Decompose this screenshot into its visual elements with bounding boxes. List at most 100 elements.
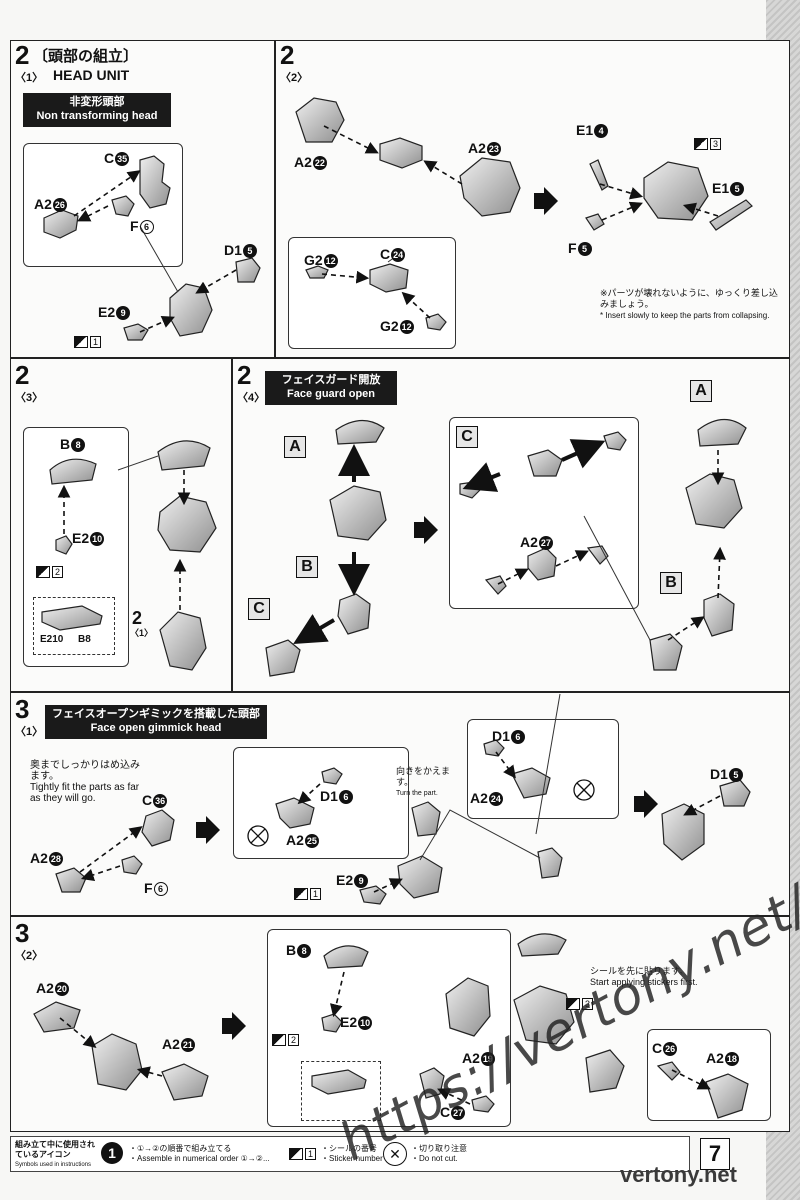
ref-step-number: 2 [132,608,143,628]
face-guard-ja: フェイスガード開放 [281,374,381,386]
next-arrow-icon [232,1012,246,1040]
next-arrow-icon [644,790,658,818]
letter-c: C [248,598,270,620]
face-open-box: フェイスオープンギミックを搭載した頭部 Face open gimmick he… [45,705,267,739]
legend-order: ・①→②の順番で組み立てる ・Assemble in numerical ord… [129,1144,279,1164]
legend-sticker: ・シールの番号 ・Sticker number [321,1144,391,1164]
letter-a: A [284,436,306,458]
ref-substep: 〈1〉 [130,628,154,638]
face-guard-en: Face guard open [286,388,376,400]
sticker-detail-box [33,597,115,655]
legend-sticker-icon: 1 [289,1148,317,1160]
non-transform-en: Non transforming head [36,110,158,122]
step-number: 2 [237,360,252,390]
next-arrow-icon [424,516,438,544]
turn-note-en: Turn the part. [396,790,438,797]
legend-order-ja: ・①→②の順番で組み立てる [129,1144,232,1153]
sticker-first-note: シールを先に貼ります。 Start applying stickers firs… [590,966,740,988]
detail-label-e210: E210 [40,634,64,645]
substep-label: 〈2〉 [280,72,309,84]
legend-sticker-en: ・Sticker number [321,1154,383,1163]
turn-note: 向きをかえます。 Turn the part. [396,766,456,799]
substep-label: 〈3〉 [15,392,44,404]
sticker-icon-2b: 2 [272,1034,300,1046]
symbol-legend: 組み立て中に使用されているアイコン Symbols used in instru… [10,1136,690,1172]
step-title-ja: 〔頭部の組立〕 [33,48,139,65]
step-number: 3 [15,918,30,948]
next-arrow-stem [196,822,206,838]
panel-step-2-4: 2 〈4〉 フェイスガード開放 Face guard open [232,358,790,692]
step-number: 3 [15,694,30,724]
step-number: 2 [280,40,295,70]
substep-label: 〈1〉 [15,726,44,738]
legend-cut-en: ・Do not cut. [411,1154,458,1163]
detail-label-b8: B8 [78,634,91,645]
next-arrow-stem [534,193,544,209]
legend-circled-number-icon: 1 [101,1142,123,1164]
next-arrow-stem [222,1018,232,1034]
page-number: 7 [700,1138,730,1170]
legend-no-cut-icon: ✕ [383,1142,407,1166]
sticker-first-ja: シールを先に貼ります。 [590,966,689,976]
insert-note-en: * Insert slowly to keep the parts from c… [600,311,770,320]
letter-c-detail: C [456,426,478,448]
panel-step-3-1: 3 〈1〉 フェイスオープンギミックを搭載した頭部 Face open gimm… [10,692,790,916]
sticker-icon-2: 2 [36,566,64,578]
legend-sticker-ja: ・シールの番号 [321,1144,377,1153]
next-arrow-icon [206,816,220,844]
substep-label: 〈1〉 [15,72,44,84]
letter-a-right: A [690,380,712,402]
substep-label: 〈2〉 [15,950,44,962]
legend-cut-ja: ・切り取り注意 [411,1144,467,1153]
step-title-en: HEAD UNIT [53,67,130,83]
sticker-icon-1: 1 [74,336,102,348]
legend-order-en: ・Assemble in numerical order ①→②... [129,1154,270,1163]
next-arrow-stem [414,522,424,538]
tight-fit-ja: 奥までしっかりはめ込みます。 [30,760,140,782]
tight-fit-note: 奥までしっかりはめ込みます。 Tightly fit the parts as … [30,760,140,804]
turn-note-ja: 向きをかえます。 [396,766,451,787]
sticker-icon-3: 3 [694,138,722,150]
face-guard-box: フェイスガード開放 Face guard open [265,371,397,405]
face-open-ja: フェイスオープンギミックを搭載した頭部 [51,708,260,720]
step-number: 2 [15,40,30,70]
insert-note-ja: ※パーツが壊れないように、ゆっくり差し込みましょう。 [600,288,778,309]
tight-fit-en: Tightly fit the parts as far as they wil… [30,782,140,804]
non-transform-ja: 非変形頭部 [69,96,125,108]
legend-title-en: Symbols used in instructions [15,1162,92,1168]
site-watermark: vertony.net [620,1162,737,1187]
legend-cut: ・切り取り注意 ・Do not cut. [411,1144,501,1164]
substep-label: 〈4〉 [237,392,266,404]
legend-title-ja: 組み立て中に使用されているアイコン [15,1140,95,1159]
sticker-icon-1b: 1 [294,888,322,900]
